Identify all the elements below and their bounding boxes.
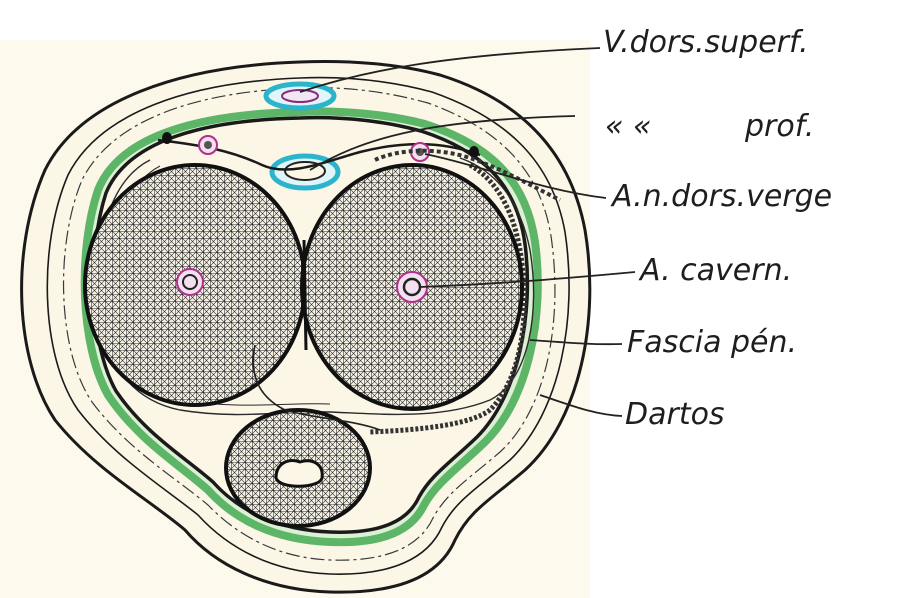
label-fascia-pen: Fascia pén. <box>627 325 797 360</box>
superficial-dorsal-vein <box>266 84 334 108</box>
label-dartos: Dartos <box>625 397 725 432</box>
dorsal-artery-left <box>199 136 217 154</box>
urethra <box>276 461 322 487</box>
label-a-cavern: A. cavern. <box>638 253 792 288</box>
label-v-dors-prof-ditto: « « <box>605 109 652 144</box>
dorsal-nerve-right <box>469 146 479 158</box>
cavernous-artery-left <box>177 269 203 295</box>
dorsal-nerve-left <box>162 132 172 144</box>
septum <box>304 240 306 350</box>
label-a-n-dors-verge: A.n.dors.verge <box>610 179 832 214</box>
label-v-dors-prof: prof. <box>744 109 814 144</box>
label-v-dors-superf: V.dors.superf. <box>603 25 809 60</box>
